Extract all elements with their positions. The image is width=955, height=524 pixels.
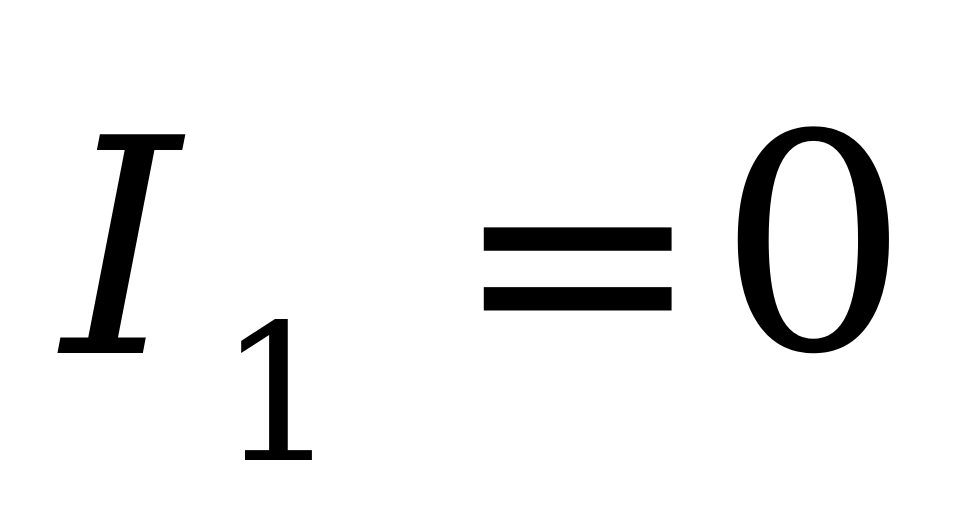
equation-value: 0 [718, 71, 909, 420]
equation-variable: I [62, 75, 181, 424]
equation-subscript: 1 [218, 284, 339, 505]
equals-sign: = [452, 85, 704, 434]
